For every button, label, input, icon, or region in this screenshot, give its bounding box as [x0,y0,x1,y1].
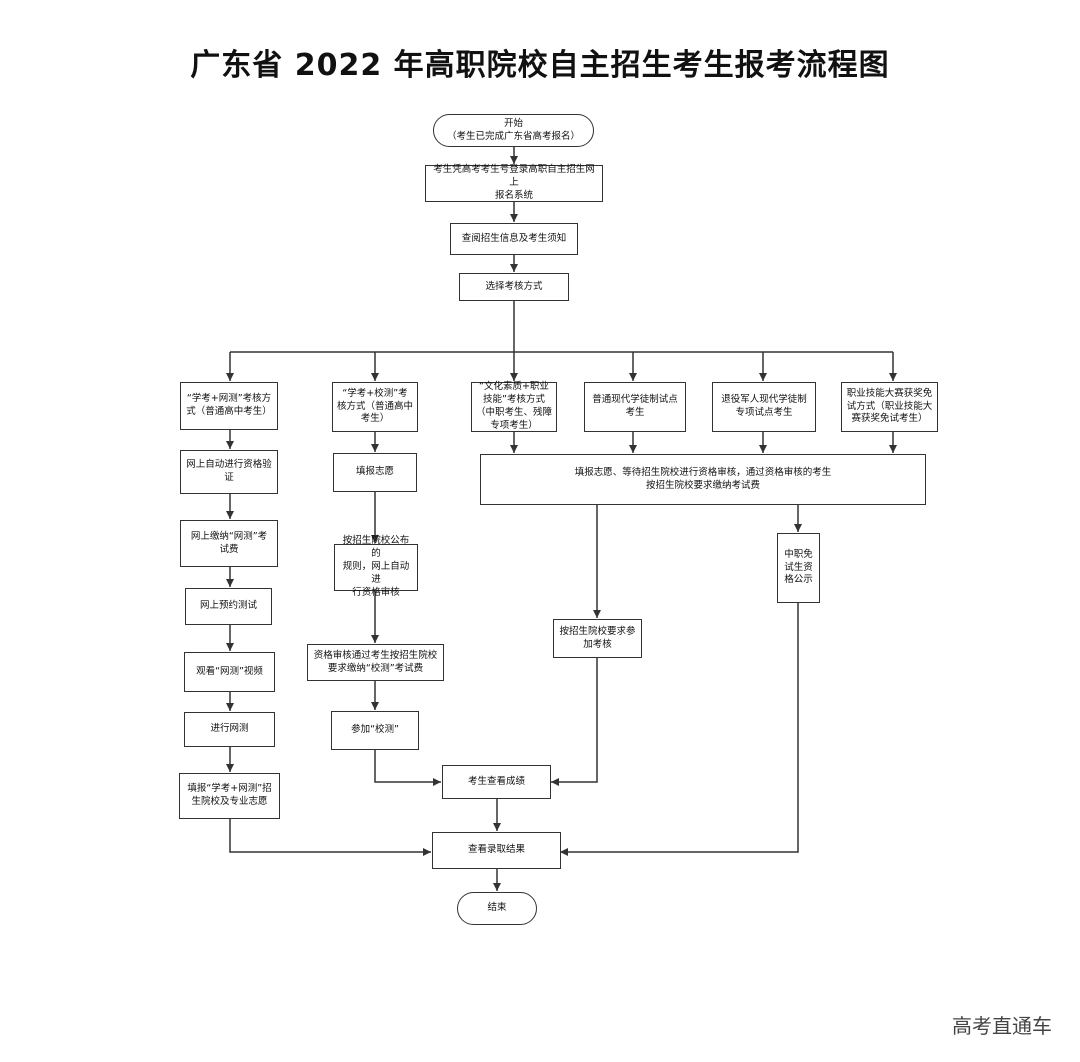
col6-method-node: 职业技能大赛获奖免 试方式（职业技能大 赛获奖免试考生） [841,382,938,432]
page-title: 广东省 2022 年高职院校自主招生考生报考流程图 [190,48,890,83]
login-node: 考生凭高考考生号登录高职自主招生网上 报名系统 [425,164,603,202]
col1-method-node: “学考+网测”考核方 式（普通高中考生） [180,382,278,430]
shared-fill-node: 填报志愿、等待招生院校进行资格审核，通过资格审核的考生 按招生院校要求缴纳考试费 [480,454,926,505]
col2-pay-node: 资格审核通过考生按招生院校 要求缴纳“校测”考试费 [307,644,444,681]
join-exam-node: 按招生院校要求参 加考核 [553,619,642,658]
col3-method-node: “文化素质+职业 技能”考核方式 （中职考生、残障 专项考生） [471,381,557,432]
start-node: 开始 （考生已完成广东省高考报名） [433,114,594,147]
arrow-col2-score [374,749,441,786]
col1-fill-node: 填报“学考+网测”招 生院校及专业志愿 [179,773,280,819]
col1-test-node: 进行网测 [184,712,275,747]
col1-video-node: 观看“网测”视频 [184,652,275,692]
view-score-node: 考生查看成绩 [442,765,551,799]
end-node: 结束 [457,892,537,925]
arrow-join-score [551,657,598,786]
col4-method-node: 普通现代学徒制试点 考生 [584,382,686,432]
col2-method-node: “学考+校测”考 核方式（普通高中 考生） [332,382,418,432]
choose-method-node: 选择考核方式 [459,273,569,301]
col1-book-node: 网上预约测试 [185,588,272,625]
arrow-col1-result [229,818,431,856]
view-result-node: 查看录取结果 [432,832,561,869]
col1-pay-node: 网上缴纳“网测”考 试费 [180,520,278,567]
col5-method-node: 退役军人现代学徒制 专项试点考生 [712,382,816,432]
watermark-text: 高考直通车 [952,1014,1052,1038]
col2-review-node: 按招生院校公布的 规则，网上自动进 行资格审核 [334,535,418,598]
arrow-exempt-result [560,602,799,856]
exempt-notice-node: 中职免 试生资 格公示 [777,533,820,603]
col2-fill-node: 填报志愿 [333,453,417,492]
col2-join-node: 参加“校测” [331,711,419,750]
col1-verify-node: 网上自动进行资格验 证 [180,450,278,494]
read-info-node: 查阅招生信息及考生须知 [450,223,578,255]
